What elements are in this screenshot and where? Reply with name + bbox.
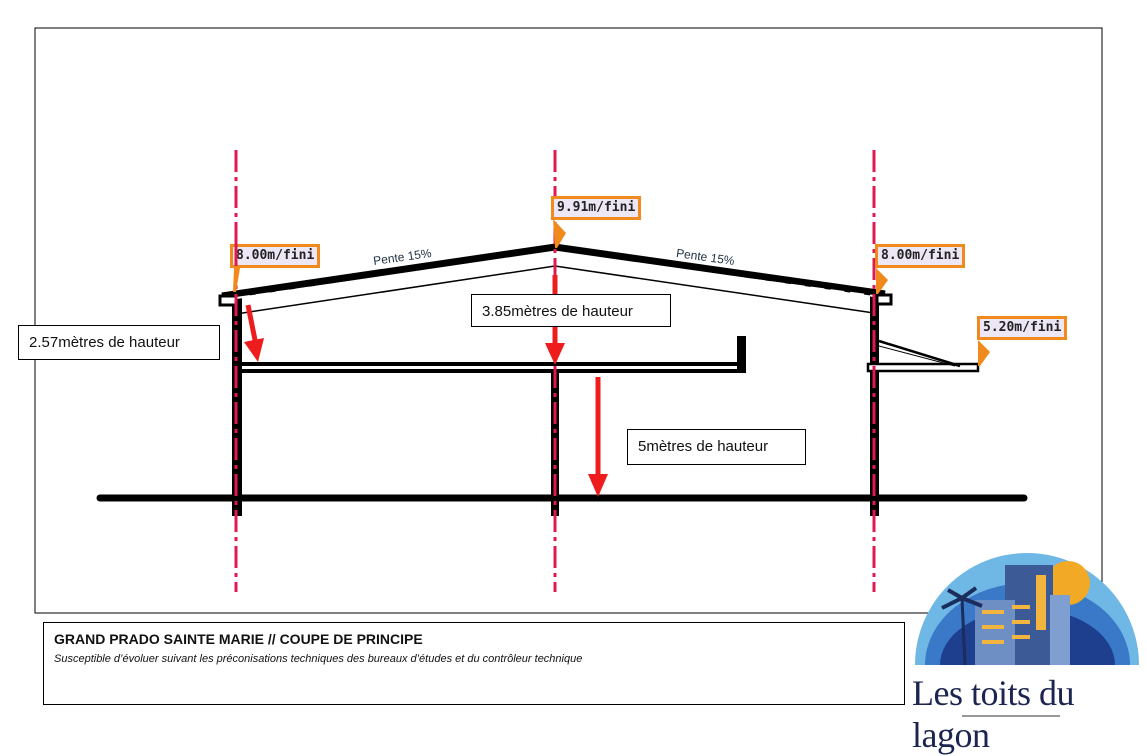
drawing-subtitle: Susceptible d’évoluer suivant les précon… <box>54 653 583 665</box>
level-callout-left-eave: 8.00m/fini <box>230 244 321 268</box>
title-block: GRAND PRADO SAINTE MARIE // COUPE DE PRI… <box>43 622 905 705</box>
drawing-frame <box>34 27 1103 614</box>
logo-text: Les toits du lagon <box>912 673 1075 755</box>
pointer-left <box>233 268 240 292</box>
level-callout-right-eave: 8.00m/fini <box>875 244 966 268</box>
height-label-center: 3.85mètres de hauteur <box>471 294 671 327</box>
level-callout-ridge: 9.91m/fini <box>551 196 642 220</box>
height-arrow-lower <box>588 377 608 497</box>
height-arrow-left <box>244 304 264 362</box>
height-label-lower: 5mètres de hauteur <box>627 429 806 465</box>
parapet <box>737 336 746 373</box>
canopy <box>866 339 980 373</box>
height-label-left: 2.57mètres de hauteur <box>18 325 220 360</box>
logo-graphic <box>915 553 1139 717</box>
section-drawing <box>34 27 1139 717</box>
drawing-title: GRAND PRADO SAINTE MARIE // COUPE DE PRI… <box>54 631 423 647</box>
pointer-canopy <box>978 340 990 366</box>
pointer-right <box>876 268 888 294</box>
level-callout-canopy: 5.20m/fini <box>977 316 1068 340</box>
pointer-ridge <box>553 219 566 248</box>
